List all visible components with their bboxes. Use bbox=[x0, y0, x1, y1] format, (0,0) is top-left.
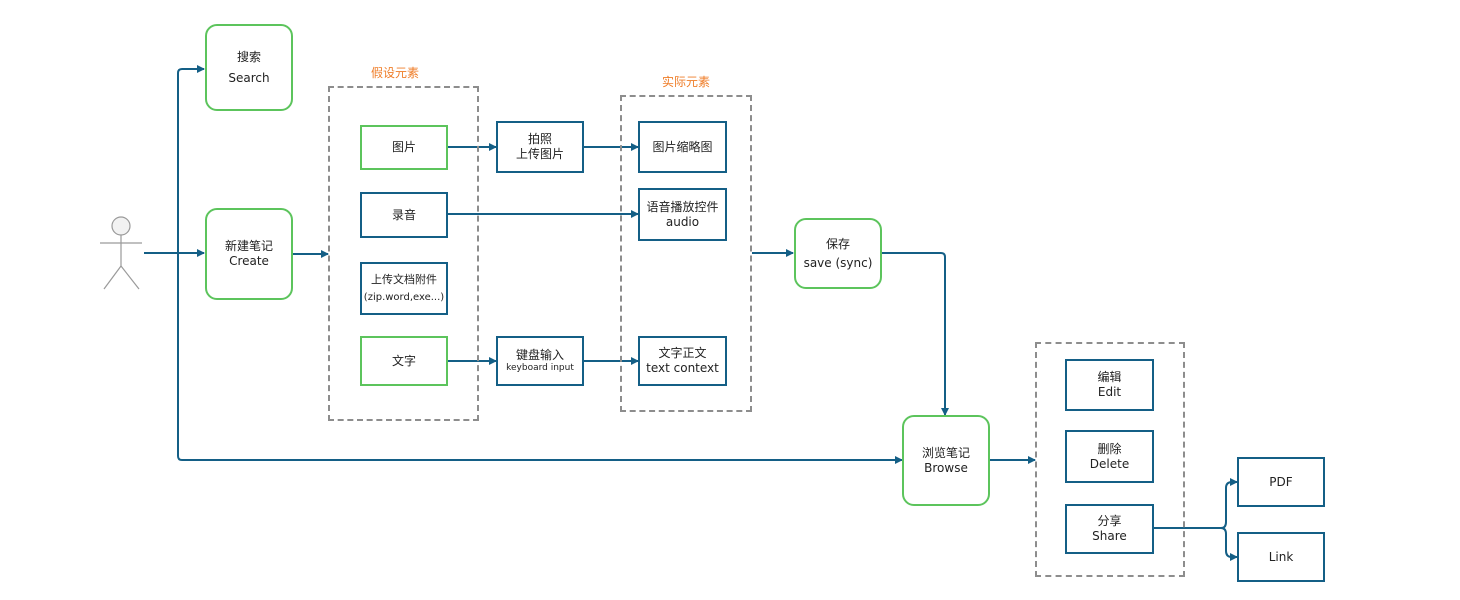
create-node[interactable]: 新建笔记 Create bbox=[205, 208, 293, 300]
group-label-assumed: 假设元素 bbox=[370, 66, 419, 80]
group-label-actual: 实际元素 bbox=[661, 75, 710, 89]
audio-label-en: audio bbox=[665, 214, 700, 229]
browse-node[interactable]: 浏览笔记 Browse bbox=[902, 415, 990, 506]
delete-label-en: Delete bbox=[1089, 456, 1130, 471]
search-label-cn: 搜索 bbox=[236, 49, 261, 64]
thumbnail-label: 图片缩略图 bbox=[652, 139, 713, 154]
edit-label-cn: 编辑 bbox=[1097, 370, 1122, 384]
text-label: 文字 bbox=[391, 353, 416, 368]
text-node[interactable]: 文字 bbox=[360, 336, 448, 386]
upload-node[interactable]: 上传文档附件 (zip.word,exe...) bbox=[360, 262, 448, 315]
upload-label-en: (zip.word,exe...) bbox=[363, 291, 445, 303]
search-label-en: Search bbox=[228, 70, 270, 85]
link-label: Link bbox=[1268, 549, 1294, 564]
share-label-en: Share bbox=[1092, 529, 1127, 543]
thumbnail-node[interactable]: 图片缩略图 bbox=[638, 121, 727, 173]
edit-node[interactable]: 编辑 Edit bbox=[1065, 359, 1154, 411]
keyboard-label-en: keyboard input bbox=[506, 362, 574, 373]
share-node[interactable]: 分享 Share bbox=[1065, 504, 1154, 554]
share-label-cn: 分享 bbox=[1097, 514, 1122, 528]
audio-node[interactable]: 语音播放控件 audio bbox=[638, 188, 727, 241]
create-label-cn: 新建笔记 bbox=[224, 239, 273, 253]
actor-icon bbox=[100, 216, 142, 290]
group-browse-actions bbox=[1035, 342, 1185, 577]
group-assumed-elements bbox=[328, 86, 479, 421]
photo-node[interactable]: 拍照 上传图片 bbox=[496, 121, 584, 173]
delete-label-cn: 删除 bbox=[1097, 441, 1122, 456]
edit-label-en: Edit bbox=[1097, 385, 1122, 399]
browse-label-en: Browse bbox=[924, 460, 968, 475]
photo-label-1: 拍照 bbox=[527, 132, 552, 146]
edge-actor-search bbox=[177, 65, 205, 253]
image-label: 图片 bbox=[391, 140, 416, 154]
group-actual-elements bbox=[620, 95, 752, 412]
edge-share-link bbox=[1220, 527, 1238, 561]
edge-save-browse bbox=[882, 252, 949, 416]
textcontent-label-en: text context bbox=[646, 361, 719, 375]
keyboard-label-cn: 键盘输入 bbox=[515, 347, 564, 362]
pdf-label: PDF bbox=[1269, 474, 1293, 489]
pdf-node[interactable]: PDF bbox=[1237, 457, 1325, 507]
textcontent-node[interactable]: 文字正文 text context bbox=[638, 336, 727, 386]
browse-label-cn: 浏览笔记 bbox=[921, 445, 970, 460]
audio-label-cn: 语音播放控件 bbox=[646, 199, 719, 214]
photo-label-2: 上传图片 bbox=[515, 147, 564, 161]
record-label: 录音 bbox=[391, 207, 416, 222]
save-node[interactable]: 保存 save (sync) bbox=[794, 218, 882, 289]
textcontent-label-cn: 文字正文 bbox=[658, 346, 707, 360]
search-node[interactable]: 搜索 Search bbox=[205, 24, 293, 111]
save-label-cn: 保存 bbox=[825, 236, 850, 251]
edge-actor-browse bbox=[177, 253, 903, 464]
create-label-en: Create bbox=[229, 254, 269, 268]
image-node[interactable]: 图片 bbox=[360, 125, 448, 170]
link-node[interactable]: Link bbox=[1237, 532, 1325, 582]
record-node[interactable]: 录音 bbox=[360, 192, 448, 238]
upload-label-cn: 上传文档附件 bbox=[371, 272, 437, 286]
delete-node[interactable]: 删除 Delete bbox=[1065, 430, 1154, 483]
keyboard-node[interactable]: 键盘输入 keyboard input bbox=[496, 336, 584, 386]
save-label-en: save (sync) bbox=[803, 255, 873, 270]
